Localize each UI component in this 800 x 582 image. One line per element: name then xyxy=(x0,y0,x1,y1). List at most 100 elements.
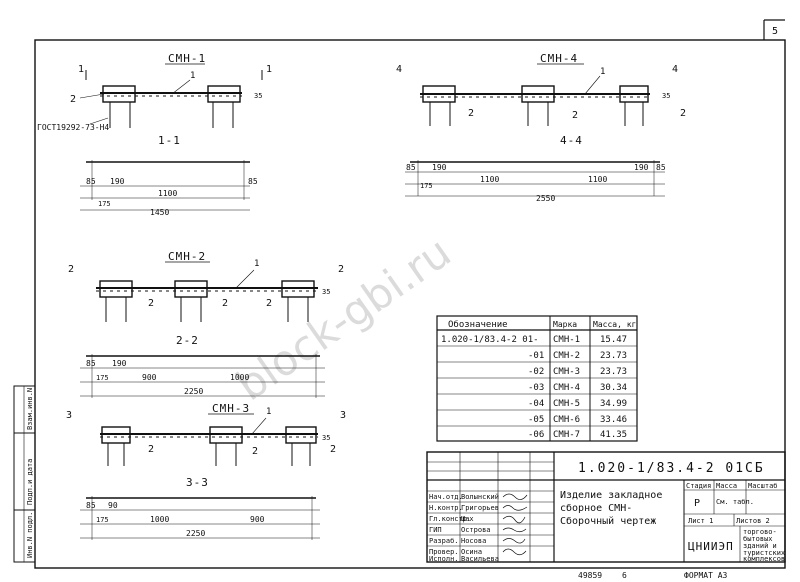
smn4-dim-4: 1100 xyxy=(588,175,607,184)
table-row-4-mass: 30.34 xyxy=(600,383,627,393)
smn3-rod-a: 2 xyxy=(148,444,154,455)
table-row-7-mass: 41.35 xyxy=(600,430,627,440)
smn2-dim-2: 190 xyxy=(112,359,127,368)
smn2-section: 2-2 xyxy=(176,334,199,347)
signature-1 xyxy=(502,493,528,500)
smn3-rod-b: 2 xyxy=(252,446,258,457)
table-row-7-designation: -06 xyxy=(528,430,544,440)
smn2-rod-b: 2 xyxy=(222,298,228,309)
smn4-dim-8: 2550 xyxy=(536,194,555,203)
smn3-dim-1: 85 xyxy=(86,501,96,510)
table-row-5-mass: 34.99 xyxy=(600,399,627,409)
smn2-mark-left: 2 xyxy=(68,264,74,275)
smn4-leader-label: 1 xyxy=(600,67,605,77)
table-row-2-designation: -01 xyxy=(528,351,544,361)
tb-stage: Р xyxy=(694,498,700,509)
tb-org: ЦНИИЭП xyxy=(688,540,734,553)
signature-3 xyxy=(502,515,526,524)
tb-role-3: Гл.констр. xyxy=(429,515,471,523)
tb-role-4: ГИП xyxy=(429,526,442,534)
tb-name-line1: Изделие закладное xyxy=(560,490,662,501)
smn1-dim-2: 190 xyxy=(110,177,125,186)
format-label: ФОРМАТ А3 xyxy=(684,571,728,580)
smn3-title: СМН-3 xyxy=(212,402,250,415)
smn4-dim-7: 175 xyxy=(420,182,433,190)
tb-name-2: Григорьев xyxy=(461,504,499,512)
smn1-dim-6: 1450 xyxy=(150,208,169,217)
smn2-h: 35 xyxy=(322,288,330,296)
view-smn-4: СМН-4 4 4 2 2 2 1 35 4-4 85 190 1100 110… xyxy=(396,52,686,203)
smn4-section: 4-4 xyxy=(560,134,583,147)
spec-table: Обозначение Марка Масса, кг 1.020-1/83.4… xyxy=(436,315,638,442)
table-row-4-designation: -03 xyxy=(528,383,544,393)
smn2-mark-right: 2 xyxy=(338,264,344,275)
table-row-6-mass: 33.46 xyxy=(600,415,627,425)
smn3-mark-left: 3 xyxy=(66,410,72,421)
table-row-6-designation: -05 xyxy=(528,415,544,425)
tb-name-7: Васильева xyxy=(461,555,499,563)
table-row-3-mark: СМН-3 xyxy=(553,367,580,377)
tb-role-1: Нач.отд. xyxy=(429,493,463,501)
tb-role-5: Разраб. xyxy=(429,537,459,545)
table-row-1-mass: 15.47 xyxy=(600,335,627,345)
smn1-dim-4: 85 xyxy=(248,177,258,186)
view-smn-3: СМН-3 3 3 2 2 2 1 35 3-3 85 90 175 1000 … xyxy=(66,402,346,540)
smn4-mark-left: 4 xyxy=(396,64,402,75)
smn4-title: СМН-4 xyxy=(540,52,578,65)
smn3-mark-right: 3 xyxy=(340,410,346,421)
tb-role-6: Провер. xyxy=(429,548,459,556)
smn4-dim-2: 190 xyxy=(432,163,447,172)
smn4-dim-6: 85 xyxy=(656,163,666,172)
smn1-leader-label: 1 xyxy=(190,71,195,81)
smn1-h: 35 xyxy=(254,92,262,100)
smn2-leader-label: 1 xyxy=(254,259,259,269)
smn2-dim-4: 1000 xyxy=(230,373,249,382)
smn4-dim-1: 85 xyxy=(406,163,416,172)
smn1-dim-5: 175 xyxy=(98,200,111,208)
side-stamp-inventory: Инв.N подл. xyxy=(26,512,34,558)
tb-name-line2: сборное СМН- xyxy=(560,502,632,514)
smn1-mark-right: 1 xyxy=(266,64,272,75)
table-row-6-mark: СМН-6 xyxy=(553,415,580,425)
tb-name-5: Носова xyxy=(461,537,486,545)
smn3-dim-4: 1000 xyxy=(150,515,169,524)
tb-sheet: Лист 1 xyxy=(688,517,713,525)
tb-scale-h: Масштаб xyxy=(748,482,778,490)
inventory-number: 49859 xyxy=(578,571,602,580)
tb-org2-5: комплексов xyxy=(743,555,785,563)
smn1-gost: ГОСТ19292-73-Н4 xyxy=(37,123,109,132)
page-number: 5 xyxy=(772,26,778,37)
smn2-rod-c: 2 xyxy=(266,298,272,309)
copy-number: 6 xyxy=(622,571,627,580)
tb-name-3: Шах xyxy=(461,515,474,523)
table-header-mark: Марка xyxy=(553,320,577,329)
outer-frame xyxy=(34,39,786,569)
smn2-dim-1: 85 xyxy=(86,359,96,368)
smn4-rod-c: 2 xyxy=(680,108,686,119)
smn3-rod-c: 2 xyxy=(330,444,336,455)
smn1-dim-1: 85 xyxy=(86,177,96,186)
tb-org2-2: бытовых xyxy=(743,535,773,543)
signature-2 xyxy=(502,505,528,511)
tb-mass: См. табл. xyxy=(716,498,754,506)
smn4-rod-b: 2 xyxy=(572,110,578,121)
smn2-dim-5: 175 xyxy=(96,374,109,382)
smn4-rod-a: 2 xyxy=(468,108,474,119)
tb-role-7: Исполн. xyxy=(429,555,459,563)
smn4-h: 35 xyxy=(662,92,670,100)
tb-name-6: Осина xyxy=(461,548,482,556)
tb-name-1: Волынский xyxy=(461,493,499,501)
table-row-5-designation: -04 xyxy=(528,399,544,409)
smn3-h: 35 xyxy=(322,434,330,442)
signature-4 xyxy=(502,527,527,533)
table-row-7-mark: СМН-7 xyxy=(553,430,580,440)
tb-org2-4: туристских xyxy=(743,549,785,557)
smn1-dim-3: 1100 xyxy=(158,189,177,198)
smn1-mark-left: 1 xyxy=(78,64,84,75)
tb-org2-1: торгово- xyxy=(743,528,777,536)
signature-5 xyxy=(502,538,526,544)
title-block: Нач.отд. Волынский Н.контр. Григорьев Гл… xyxy=(426,451,786,563)
smn2-dim-6: 2250 xyxy=(184,387,203,396)
table-row-3-designation: -02 xyxy=(528,367,544,377)
